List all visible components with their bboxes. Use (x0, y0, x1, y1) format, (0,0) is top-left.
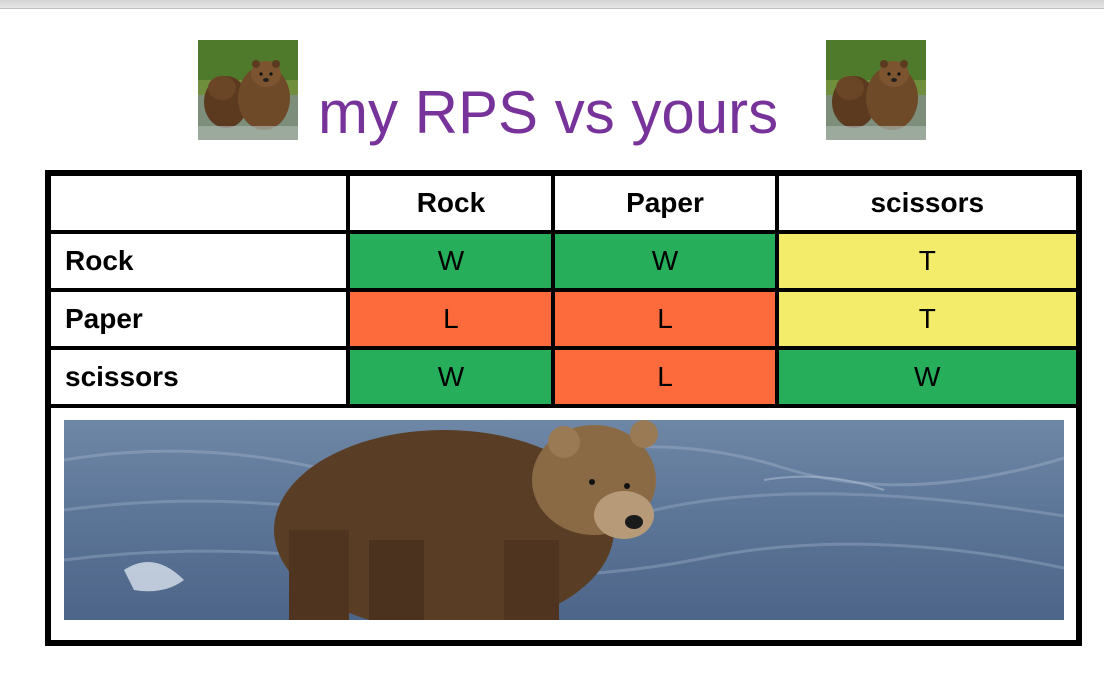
table-row: Rock W W T (49, 232, 1078, 290)
image-cell (49, 406, 1078, 642)
result-cell: L (553, 348, 777, 406)
result-cell: W (348, 348, 554, 406)
page-header: my RPS vs yours (0, 40, 1104, 150)
column-header: Rock (348, 174, 554, 232)
bear-in-river-icon (64, 420, 1064, 620)
result-cell: T (776, 232, 1078, 290)
row-header: Rock (49, 232, 349, 290)
image-row (49, 406, 1078, 642)
table-row: scissors W L W (49, 348, 1078, 406)
row-header: Paper (49, 290, 349, 348)
table-header-row: Rock Paper scissors (49, 174, 1078, 232)
result-cell: L (553, 290, 777, 348)
browser-top-edge (0, 0, 1104, 9)
bear-cubs-icon (826, 40, 926, 140)
bear-cubs-icon (198, 40, 298, 140)
rps-results-table: Rock Paper scissors Rock W W T Paper L L… (45, 170, 1082, 646)
result-cell: W (348, 232, 554, 290)
result-cell: W (553, 232, 777, 290)
result-cell: T (776, 290, 1078, 348)
column-header: scissors (776, 174, 1078, 232)
page-title: my RPS vs yours (318, 79, 779, 146)
result-cell: W (776, 348, 1078, 406)
column-header (49, 174, 349, 232)
row-header: scissors (49, 348, 349, 406)
result-cell: L (348, 290, 554, 348)
table-row: Paper L L T (49, 290, 1078, 348)
column-header: Paper (553, 174, 777, 232)
